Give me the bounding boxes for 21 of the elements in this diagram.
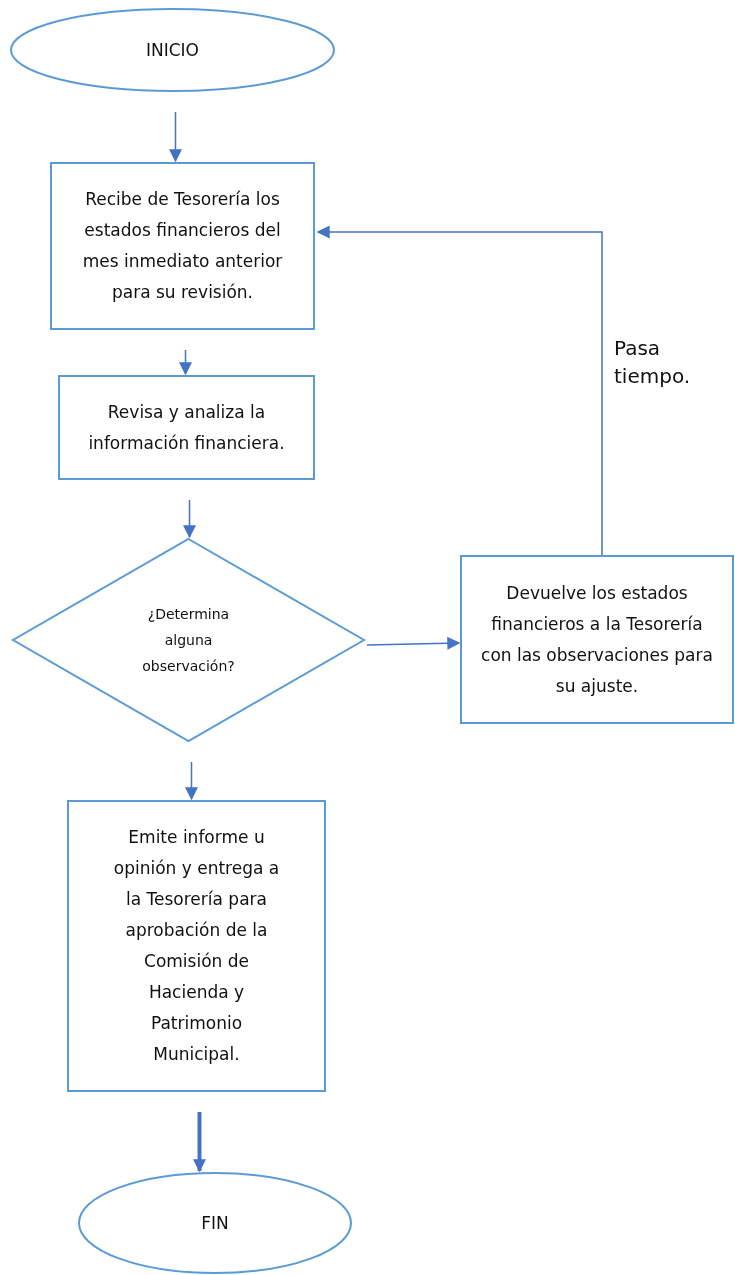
arrow xyxy=(366,636,461,650)
node-text: Recibe de Tesorería los estados financieros del mes inmediato anterior para su revisión. xyxy=(81,188,284,304)
arrow xyxy=(179,349,192,376)
process-box xyxy=(50,162,315,330)
arrow xyxy=(183,499,196,539)
arrow xyxy=(193,1112,206,1173)
node-text: INICIO xyxy=(146,38,199,62)
arrow xyxy=(185,761,198,801)
node-text: Emite informe u opinión y entrega a la Tesorería para aprobación de la Comisión de Hacienda y Patrimonio Municipal. xyxy=(112,826,281,1066)
node-text: Devuelve los estados financieros a la Tesorería con las observaciones para su ajuste. xyxy=(480,581,714,698)
node-text: ¿Determina alguna observación? xyxy=(141,605,236,676)
process-box xyxy=(58,375,315,480)
arrow xyxy=(169,111,182,163)
terminal-ellipse xyxy=(10,8,335,92)
arrow xyxy=(316,225,603,556)
terminal-ellipse xyxy=(78,1172,352,1274)
node-text: Revisa y analiza la información financiera. xyxy=(87,400,286,455)
process-box xyxy=(460,555,734,724)
decision-diamond xyxy=(12,538,365,742)
node-text: FIN xyxy=(201,1211,229,1235)
process-box xyxy=(67,800,326,1092)
